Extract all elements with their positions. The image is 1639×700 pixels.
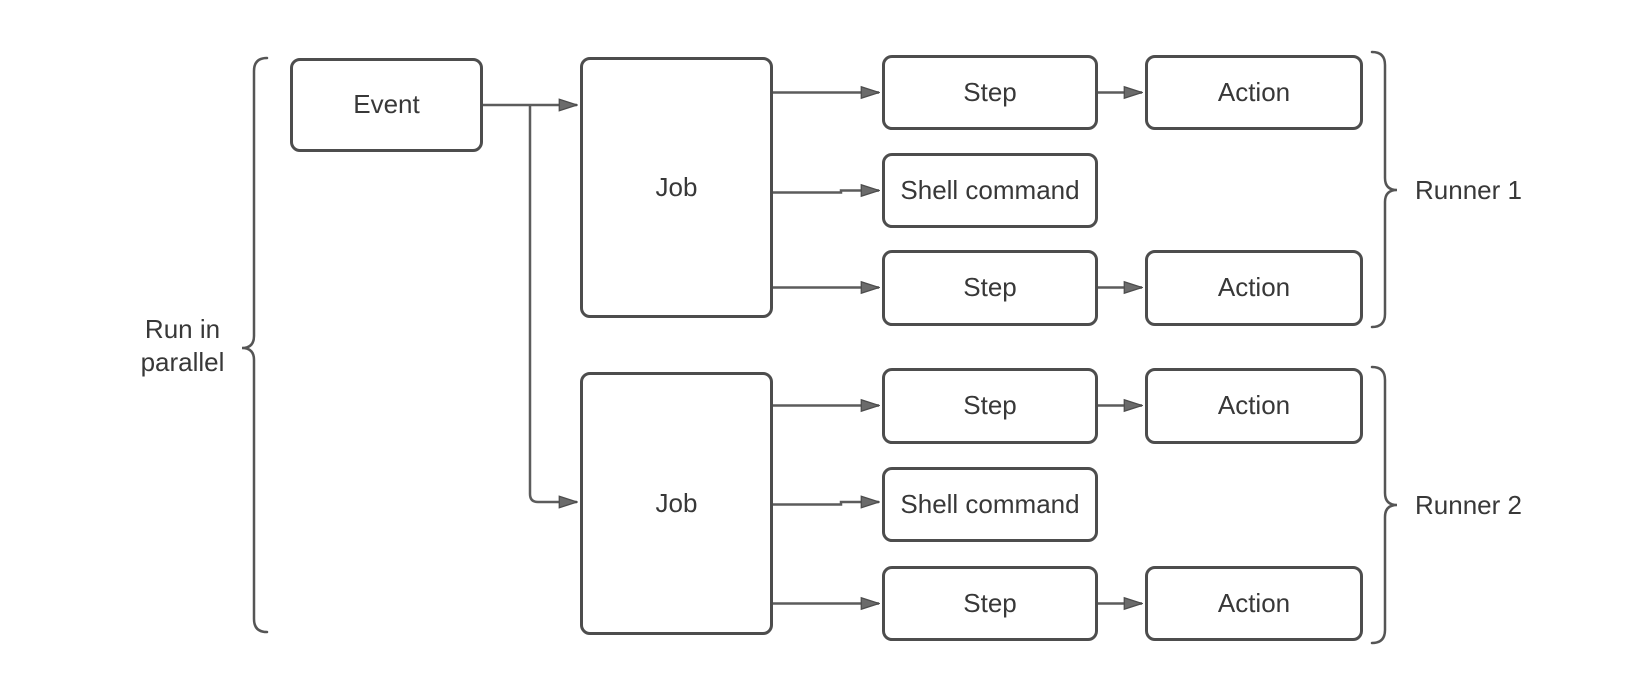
connector-job1-shell (773, 191, 879, 193)
brace-runner-1 (1370, 50, 1398, 329)
run-in-parallel-label: Run in parallel (140, 314, 225, 377)
job-node-1: Job (580, 57, 773, 318)
job-node-2: Job (580, 372, 773, 635)
shell-command-node-runner1: Shell command (882, 153, 1098, 228)
action-node-runner2-a: Action (1145, 368, 1363, 444)
connector-job2-shell (773, 502, 879, 505)
step-node-runner2-b: Step (882, 566, 1098, 641)
step-node-runner2-a: Step (882, 368, 1098, 444)
brace-run-in-parallel (241, 56, 269, 634)
runner-2-label: Runner 2 (1415, 490, 1522, 520)
action-node-runner1-b: Action (1145, 250, 1363, 326)
action-node-runner2-b: Action (1145, 566, 1363, 641)
action-node-runner1-a: Action (1145, 55, 1363, 130)
runner-1-label: Runner 1 (1415, 175, 1522, 205)
event-node: Event (290, 58, 483, 152)
brace-runner-2 (1370, 365, 1398, 645)
connector-event-job2 (528, 105, 577, 502)
shell-command-node-runner2: Shell command (882, 467, 1098, 542)
step-node-runner1-b: Step (882, 250, 1098, 326)
step-node-runner1-a: Step (882, 55, 1098, 130)
